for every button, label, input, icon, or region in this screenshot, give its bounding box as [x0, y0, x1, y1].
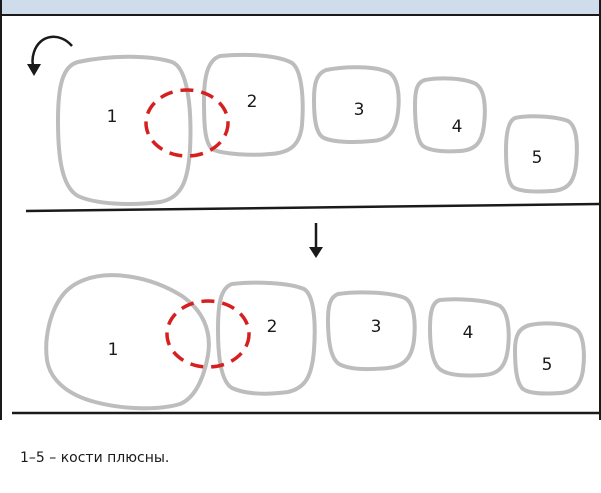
top-bone-5 — [503, 114, 579, 194]
figure-caption: 1–5 – кости плюсны. — [20, 450, 170, 466]
bottom-label-3: 3 — [371, 317, 382, 337]
top-label-3: 3 — [354, 100, 365, 120]
bottom-label-1: 1 — [108, 340, 119, 360]
bottom-bone-1 — [44, 273, 211, 411]
top-bone-3 — [311, 65, 401, 144]
baseline-top — [25, 202, 600, 213]
top-bone-2 — [201, 52, 305, 157]
bottom-bone-2 — [215, 280, 317, 396]
top-label-2: 2 — [247, 92, 258, 112]
top-row: 1 2 3 4 5 — [55, 52, 579, 206]
bottom-bone-5 — [512, 321, 586, 396]
top-label-4: 4 — [452, 117, 463, 137]
bottom-bone-3 — [325, 290, 417, 372]
frame-right-border — [599, 0, 601, 420]
bottom-label-2: 2 — [267, 317, 278, 337]
top-bone-4 — [412, 76, 487, 154]
frame-left-border — [0, 0, 2, 420]
down-arrow-icon — [309, 223, 323, 258]
top-bone-1 — [55, 54, 193, 206]
rotation-arrow-icon — [27, 35, 73, 76]
bottom-bone-4 — [427, 297, 511, 378]
bottom-label-5: 5 — [542, 355, 553, 375]
top-label-5: 5 — [532, 148, 543, 168]
top-label-1: 1 — [107, 107, 118, 127]
bottom-label-4: 4 — [463, 323, 474, 343]
top-joint-highlight — [144, 88, 230, 158]
bottom-row: 1 2 3 4 5 — [44, 273, 586, 411]
bottom-joint-highlight — [165, 299, 251, 369]
